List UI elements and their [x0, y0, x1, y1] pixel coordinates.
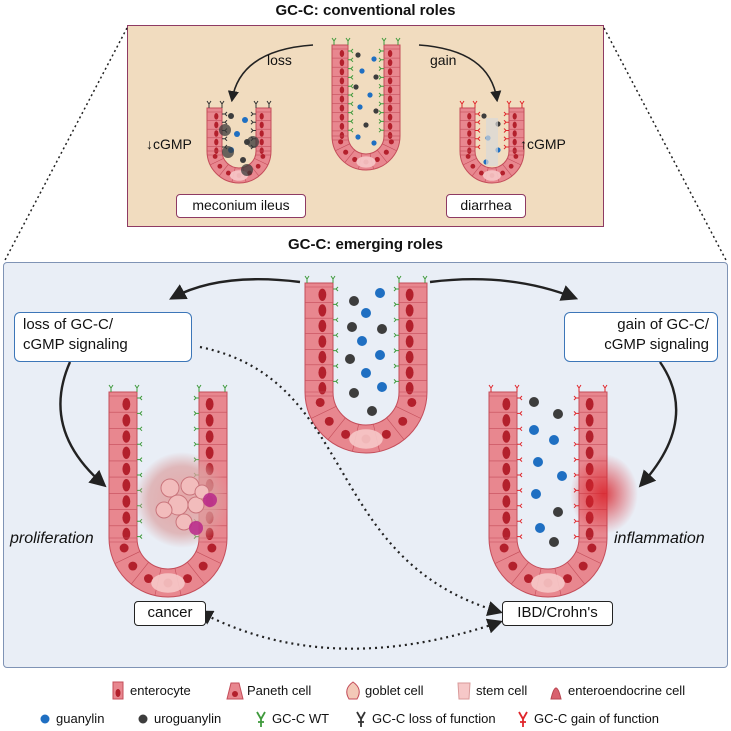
guanylin-dot [535, 523, 545, 533]
meconium-plug [241, 164, 253, 176]
arrow-to-loss-box [169, 278, 301, 300]
proliferation-label: proliferation [10, 530, 94, 547]
guanylin-dot [357, 104, 363, 110]
meconium-plug [247, 136, 259, 148]
guanylin-dot [355, 134, 361, 140]
uroguanylin-dot [349, 296, 359, 306]
legend-paneth-cell: Paneth cell [247, 683, 312, 699]
legend-gcc-wt: GC-C WT [272, 711, 330, 727]
conventional-roles-title: GC-C: conventional roles [275, 2, 456, 19]
guanylin-dot [367, 92, 373, 98]
guanylin-dot [533, 457, 543, 467]
tumor-cell [175, 513, 193, 531]
uroguanylin-dot [553, 507, 563, 517]
uroguanylin-dot [367, 406, 377, 416]
legend-enterocyte: enterocyte [130, 683, 191, 699]
uroguanylin-dot [345, 354, 355, 364]
guanylin-dot [529, 425, 539, 435]
up-cgmp-label: ↑cGMP [520, 136, 566, 152]
uroguanylin-dot [529, 397, 539, 407]
loss-of-signaling-box: loss of GC-C/ cGMP signaling [14, 312, 192, 362]
stem-cell-icon [457, 682, 471, 700]
loss-label: loss [267, 52, 292, 68]
guanylin-dot [549, 435, 559, 445]
zoom-line-right [603, 27, 728, 263]
uroguanylin-dot [377, 324, 387, 334]
meconium-ileus-box: meconium ileus [176, 194, 306, 218]
guanylin-dot [375, 350, 385, 360]
legend-gcc-gain: GC-C gain of function [534, 711, 660, 727]
uroguanylin-dot [353, 84, 359, 90]
uroguanylin-dot [355, 52, 361, 58]
uroguanylin-dot [549, 537, 559, 547]
tumor-nucleus [189, 521, 203, 535]
down-cgmp-label: ↓cGMP [146, 136, 192, 152]
guanylin-dot [531, 489, 541, 499]
gcc-wt-icon [256, 711, 266, 727]
crypt-diarrhea [459, 100, 525, 184]
goblet-cell-icon [346, 681, 360, 700]
guanylin-icon [40, 714, 50, 724]
uroguanylin-dot [373, 74, 379, 80]
uroguanylin-dot [481, 113, 487, 119]
uroguanylin-dot [373, 108, 379, 114]
guanylin-dot [359, 68, 365, 74]
uroguanylin-dot [228, 113, 234, 119]
uroguanylin-dot [240, 157, 246, 163]
guanylin-dot [357, 336, 367, 346]
guanylin-dot [242, 117, 248, 123]
emerging-roles-title: GC-C: emerging roles [287, 236, 444, 253]
uroguanylin-icon [138, 714, 148, 724]
cancer-box: cancer [134, 601, 206, 626]
guanylin-dot [371, 56, 377, 62]
inflammation-glow [570, 454, 638, 534]
guanylin-dot [361, 368, 371, 378]
meconium-plug [222, 146, 234, 158]
legend-uroguanylin: uroguanylin [154, 711, 222, 727]
zoom-line-left [3, 27, 128, 263]
tumor-cell [155, 501, 173, 519]
gcc-gain-icon [518, 711, 528, 727]
gain-of-signaling-box: gain of GC-C/ cGMP signaling [564, 312, 718, 362]
crypt-meconium [206, 100, 272, 184]
meconium-plug [219, 124, 231, 136]
arrow-to-inflammation [638, 361, 678, 488]
crypt-normal-bottom [304, 275, 428, 454]
arrow-to-gain-box [429, 278, 579, 301]
tumor-cell [187, 496, 205, 514]
tumor-cell [160, 478, 180, 498]
uroguanylin-dot [363, 122, 369, 128]
dotted-arrow-cancer-ibd [197, 610, 503, 650]
loss-arrow [227, 44, 314, 103]
uroguanylin-dot [347, 322, 357, 332]
uroguanylin-dot [553, 409, 563, 419]
legend-guanylin: guanylin [56, 711, 105, 727]
legend-goblet-cell: goblet cell [365, 683, 424, 699]
crypt-normal-top [331, 37, 401, 171]
guanylin-dot [234, 131, 240, 137]
ibd-crohns-box: IBD/Crohn's [502, 601, 613, 626]
guanylin-dot [361, 308, 371, 318]
uroguanylin-dot [349, 388, 359, 398]
enterocyte-icon [112, 681, 124, 700]
paneth-cell-icon [226, 682, 244, 700]
fluid-lumen [486, 118, 498, 166]
tumor-nucleus [203, 493, 217, 507]
dotted-arrow-loss-to-ibd [199, 345, 503, 616]
enteroendocrine-cell-icon [550, 687, 562, 700]
guanylin-dot [377, 382, 387, 392]
inflammation-label: inflammation [614, 530, 705, 547]
gcc-loss-icon [356, 711, 366, 727]
legend-stem-cell: stem cell [476, 683, 528, 699]
gain-arrow [418, 44, 502, 103]
gain-label: gain [430, 52, 457, 68]
guanylin-dot [371, 140, 377, 146]
legend-enteroendocrine-cell: enteroendocrine cell [568, 683, 686, 699]
guanylin-dot [375, 288, 385, 298]
arrow-to-proliferation [59, 361, 107, 488]
legend-gcc-loss: GC-C loss of function [372, 711, 496, 727]
diarrhea-box: diarrhea [446, 194, 526, 218]
guanylin-dot [557, 471, 567, 481]
